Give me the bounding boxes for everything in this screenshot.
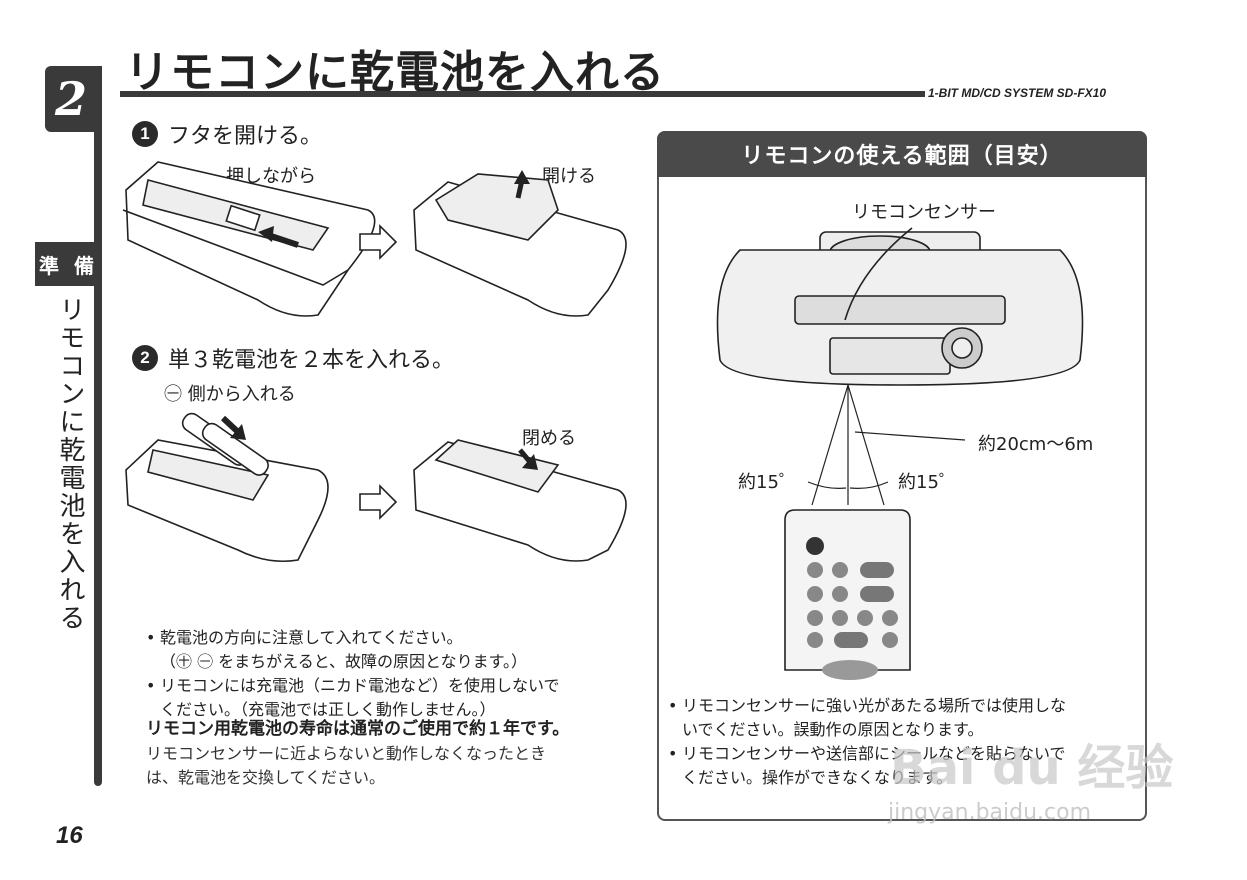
step-2-number: 2 (132, 345, 158, 371)
step-1: 1 フタを開ける。 (132, 118, 322, 150)
step-2-sub-label: ㊀ 側から入れる (164, 384, 296, 405)
note-direction: 乾電池の方向に注意して入れてください。 (160, 628, 463, 647)
section-label: 準 備 (35, 242, 102, 286)
sensor-notes: •リモコンセンサーに強い光があたる場所では使用しな いでください。誤動作の原因と… (668, 694, 1142, 790)
page-title: リモコンに乾電池を入れる (125, 47, 665, 98)
watermark-logo: Bai du 经验 (890, 740, 1174, 796)
battery-life-heading: リモコン用乾電池の寿命は通常のご使用で約１年です。 (146, 719, 570, 739)
angle-left-label: 約15゜ (738, 472, 797, 493)
sensor-note-light: リモコンセンサーに強い光があたる場所では使用しな (682, 696, 1067, 715)
step-1-number: 1 (132, 121, 158, 147)
watermark-url: jingyan.baidu.com (888, 800, 1092, 825)
step-1-label-open: 開ける (542, 166, 596, 187)
sensor-label: リモコンセンサー (852, 202, 996, 223)
stereo-unit-illustration (716, 231, 1084, 386)
chapter-sidebar-bar (94, 66, 102, 786)
step-1-label-press: 押しながら (226, 166, 316, 187)
next-arrow-icon (359, 224, 398, 260)
range-panel-heading: リモコンの使える範囲（目安） (657, 131, 1147, 177)
chapter-number: 2 (45, 66, 97, 132)
note-polarity: （㊉ ㊀ をまちがえると、故障の原因となります。） (160, 652, 527, 671)
remote-closed-illustration (122, 161, 376, 317)
next-arrow-icon (359, 484, 398, 520)
sensor-note-sticker: リモコンセンサーや送信部にシールなどを貼らないで (682, 744, 1066, 763)
page-number: 16 (56, 822, 83, 849)
step-1-text: フタを開ける。 (168, 124, 323, 149)
step-1-illustration (122, 161, 627, 317)
range-illustration (716, 227, 1084, 680)
note-rechargeable-cont: ください。（充電池では正しく動作しません。） (160, 700, 496, 719)
distance-label: 約20cm～6m (978, 434, 1094, 455)
battery-notes: •乾電池の方向に注意して入れてください。 （㊉ ㊀ をまちがえると、故障の原因と… (146, 626, 636, 722)
step-2: 2 単３乾電池を２本を入れる。 (132, 342, 454, 374)
battery-life-line1: リモコンセンサーに近よらないと動作しなくなったとき (146, 744, 547, 763)
angle-right-label: 約15゜ (898, 472, 957, 493)
step-2-illustration (125, 412, 627, 563)
note-rechargeable: リモコンには充電池（ニカド電池など）を使用しないで (160, 676, 560, 695)
remote-control-illustration (784, 509, 911, 680)
remote-battery-illustration (125, 412, 329, 563)
model-name: 1-BIT MD/CD SYSTEM SD-FX10 (928, 86, 1107, 100)
remote-closing-illustration (413, 439, 627, 562)
title-rule (120, 91, 925, 97)
step-2-label-close: 閉める (522, 428, 576, 449)
remote-open-illustration (413, 170, 627, 317)
sensor-note-light-cont: いでください。誤動作の原因となります。 (682, 720, 984, 739)
vertical-chapter-title: リモコンに乾電池を入れる (55, 296, 85, 632)
sensor-note-sticker-cont: ください。操作ができなくなります。 (682, 768, 953, 787)
battery-life-line2: は、乾電池を交換してください。 (146, 768, 386, 787)
step-2-text: 単３乾電池を２本を入れる。 (168, 348, 455, 373)
